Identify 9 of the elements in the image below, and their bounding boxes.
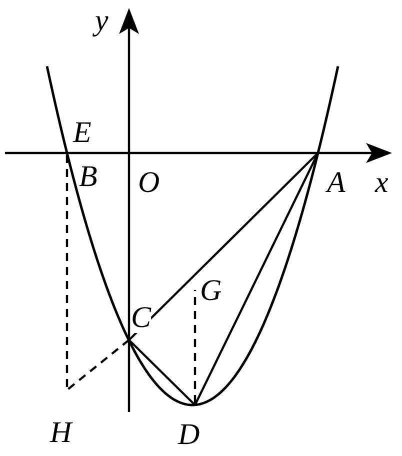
- point-label: H: [50, 418, 72, 448]
- point-label: E: [73, 118, 92, 148]
- point-label: y: [95, 6, 108, 36]
- point-label: A: [327, 168, 346, 198]
- point-label: O: [138, 168, 160, 198]
- point-label: G: [200, 276, 222, 306]
- point-label: x: [375, 168, 388, 198]
- point-label: B: [79, 162, 98, 192]
- point-label: D: [178, 420, 200, 450]
